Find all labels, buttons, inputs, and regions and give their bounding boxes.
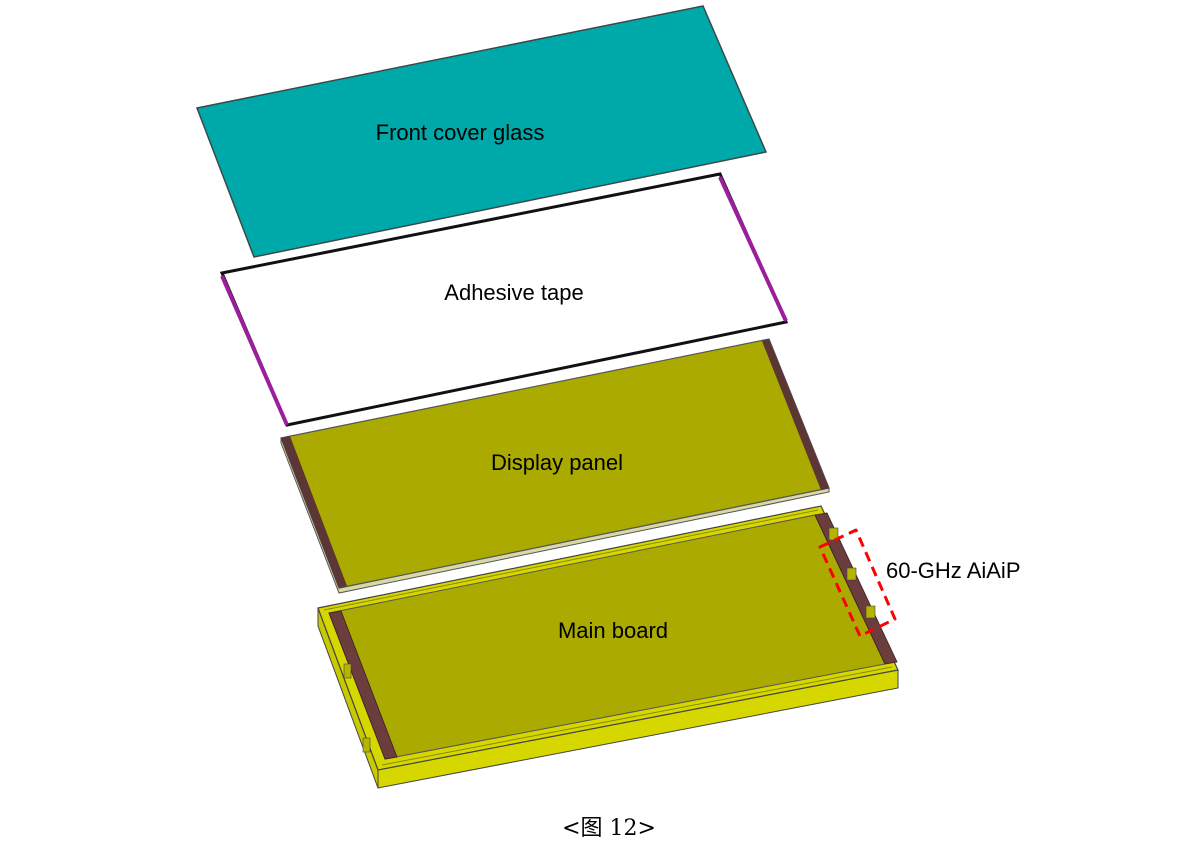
main-board-layer: Main board [317, 505, 899, 789]
front-cover-glass-label: Front cover glass [376, 120, 545, 145]
adhesive-tape-layer: Adhesive tape [219, 172, 789, 427]
adhesive-tape-left-edge [220, 275, 289, 426]
main-board-left-rail [328, 610, 398, 760]
display-panel-label: Display panel [491, 450, 623, 475]
aip-module-3 [865, 605, 876, 619]
figure-caption: <图 12> [562, 816, 656, 841]
main-board-right-rail [814, 512, 898, 665]
main-board-rim-line-bottom [381, 666, 893, 766]
front-cover-glass-layer: Front cover glass [195, 5, 768, 258]
aip-highlight-box [818, 528, 897, 638]
display-panel-right-edge [762, 339, 829, 490]
aip-module-1 [828, 527, 839, 541]
main-board-left-block-bottom [362, 737, 371, 753]
adhesive-tape-right-edge [718, 176, 788, 322]
main-board-left-block-top [343, 663, 352, 679]
main-board-rim-line-top [323, 509, 819, 611]
aip-annotation-label: 60-GHz AiAiP [886, 558, 1021, 583]
main-board-label: Main board [558, 618, 668, 643]
display-panel-layer: Display panel [280, 338, 830, 594]
aip-module-2 [846, 567, 857, 581]
display-panel-left-edge [281, 436, 347, 588]
aip-annotation: 60-GHz AiAiP [818, 528, 1021, 638]
front-cover-glass-plate [195, 5, 768, 258]
adhesive-tape-label: Adhesive tape [444, 280, 583, 305]
